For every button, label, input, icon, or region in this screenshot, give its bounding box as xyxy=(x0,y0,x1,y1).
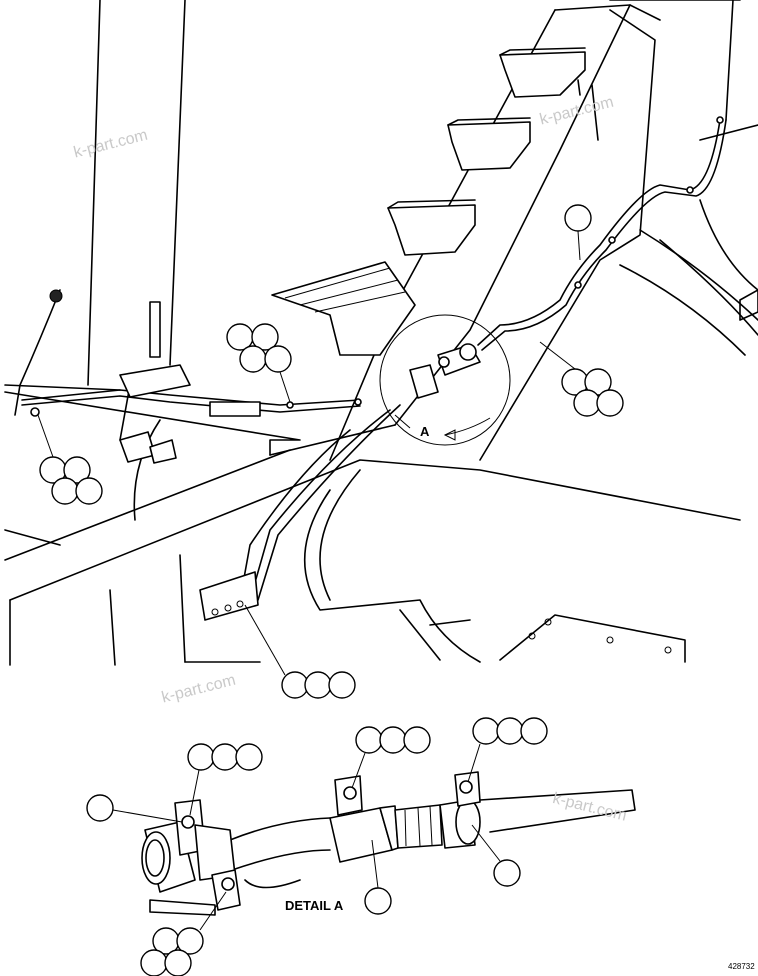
detail-a-indicator xyxy=(379,314,511,446)
callout-balloon xyxy=(187,743,215,771)
callout-balloon xyxy=(235,743,263,771)
callout-balloon xyxy=(364,887,392,915)
view-arrow-label: A xyxy=(420,424,430,439)
callout-balloon xyxy=(328,671,356,699)
callout-balloon xyxy=(304,671,332,699)
callout-balloon xyxy=(573,389,601,417)
callout-balloon xyxy=(140,949,168,976)
callout-balloon xyxy=(496,717,524,745)
callout-balloon xyxy=(75,477,103,505)
callout-balloon xyxy=(51,477,79,505)
wire-harness xyxy=(14,79,727,621)
callout-balloon xyxy=(403,726,431,754)
callout-balloons-upper xyxy=(37,204,624,699)
detail-title: DETAIL A xyxy=(285,898,344,913)
callout-balloon xyxy=(564,204,592,232)
callout-balloon xyxy=(63,456,91,484)
detail-a-drawing xyxy=(141,771,636,916)
callout-balloon xyxy=(520,717,548,745)
figure-number: 428732 xyxy=(728,962,755,971)
callout-balloon xyxy=(239,345,267,373)
callout-balloons-detail xyxy=(86,717,548,976)
ladder-steps xyxy=(271,47,586,356)
callout-balloon xyxy=(596,389,624,417)
callout-balloon xyxy=(379,726,407,754)
callout-balloon xyxy=(493,859,521,887)
callout-balloon xyxy=(281,671,309,699)
callout-balloon xyxy=(264,345,292,373)
callout-balloon xyxy=(176,927,204,955)
callout-balloon xyxy=(211,743,239,771)
callout-balloon xyxy=(355,726,383,754)
callout-balloon xyxy=(251,323,279,351)
callout-balloon xyxy=(164,949,192,976)
callout-balloon xyxy=(86,794,114,822)
callout-balloon xyxy=(472,717,500,745)
